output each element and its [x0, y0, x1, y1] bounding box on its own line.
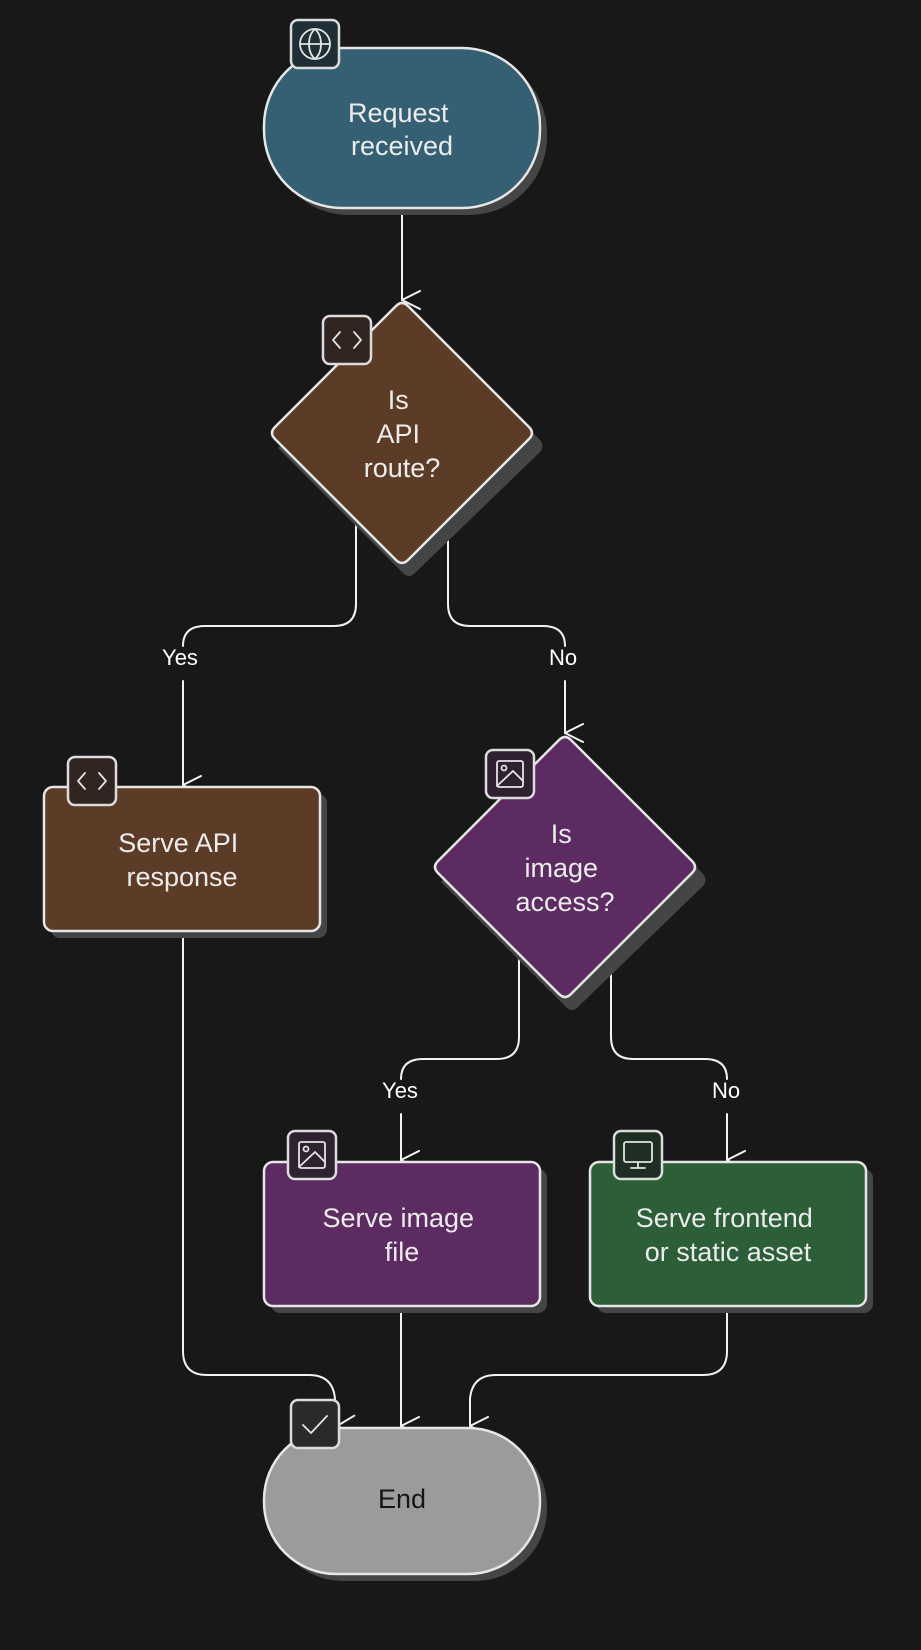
edge-api-check-to-serve-api-upper[interactable] [182, 519, 357, 647]
image-icon [484, 748, 536, 800]
monitor-icon [612, 1129, 664, 1181]
node-serve-image-line-1: Serve image [322, 1203, 474, 1233]
edge-api-check-to-image-check-upper[interactable] [447, 519, 566, 647]
code-icon [66, 755, 118, 807]
code-icon [321, 314, 373, 366]
svg-text:Request received: Request received [348, 98, 456, 161]
node-image-check-shape [433, 735, 697, 999]
node-end[interactable]: End [262, 1398, 547, 1581]
node-serve-api-shape [42, 785, 322, 933]
node-start-line-1: Request [348, 98, 449, 128]
node-serve-image-shape [262, 1160, 542, 1308]
node-end-shape [262, 1426, 542, 1576]
edge-label-no-api: No [549, 645, 577, 670]
edge-image-check-to-serve-frontend-upper[interactable] [610, 954, 728, 1080]
node-serve-frontend-shape [588, 1160, 868, 1308]
node-image-check-line-2: image [524, 853, 598, 883]
node-serve-frontend[interactable]: Serve frontend or static asset [588, 1129, 873, 1313]
svg-text:Serve image file: Serve image file [322, 1203, 481, 1267]
node-start-shape [262, 46, 542, 210]
image-icon [286, 1129, 338, 1181]
node-start-line-2: received [351, 131, 453, 161]
node-serve-frontend-line-2: or static asset [645, 1237, 812, 1267]
node-image-check-line-1: Is [551, 819, 572, 849]
svg-text:Is API route?: Is API route? [364, 385, 441, 483]
node-is-api-route[interactable]: Is API route? [270, 301, 543, 576]
svg-text:End: End [378, 1484, 426, 1514]
svg-text:Serve API response: Serve API response [118, 828, 246, 892]
node-serve-api-response[interactable]: Serve API response [42, 755, 327, 938]
node-serve-api-line-2: response [126, 862, 237, 892]
svg-text:Serve frontend or static: Serve frontend or static asset [636, 1203, 821, 1267]
edge-serve-frontend-to-end[interactable] [469, 1305, 728, 1436]
edge-label-yes-image: Yes [382, 1078, 418, 1103]
edge-label-yes-api: Yes [162, 645, 198, 670]
node-serve-api-line-1: Serve API [118, 828, 238, 858]
node-serve-frontend-line-1: Serve frontend [636, 1203, 813, 1233]
node-api-check-line-2: API [376, 419, 420, 449]
edge-label-no-image: No [712, 1078, 740, 1103]
node-api-check-line-3: route? [364, 453, 441, 483]
node-is-image-access[interactable]: Is image access? [433, 735, 706, 1010]
node-end-line-1: End [378, 1484, 426, 1514]
edge-serve-api-to-end[interactable] [182, 930, 357, 1435]
svg-text:Is image access?: Is image access? [515, 819, 614, 917]
node-api-check-shape [270, 301, 534, 565]
node-serve-image-line-2: file [385, 1237, 420, 1267]
edges: Yes No Yes No [162, 209, 746, 1436]
check-icon [289, 1398, 341, 1450]
node-serve-image-file[interactable]: Serve image file [262, 1129, 547, 1313]
globe-icon [289, 18, 341, 70]
node-api-check-line-1: Is [388, 385, 409, 415]
node-request-received[interactable]: Request received [262, 18, 547, 215]
edge-image-check-to-serve-image-upper[interactable] [400, 954, 520, 1080]
node-image-check-line-3: access? [515, 887, 614, 917]
